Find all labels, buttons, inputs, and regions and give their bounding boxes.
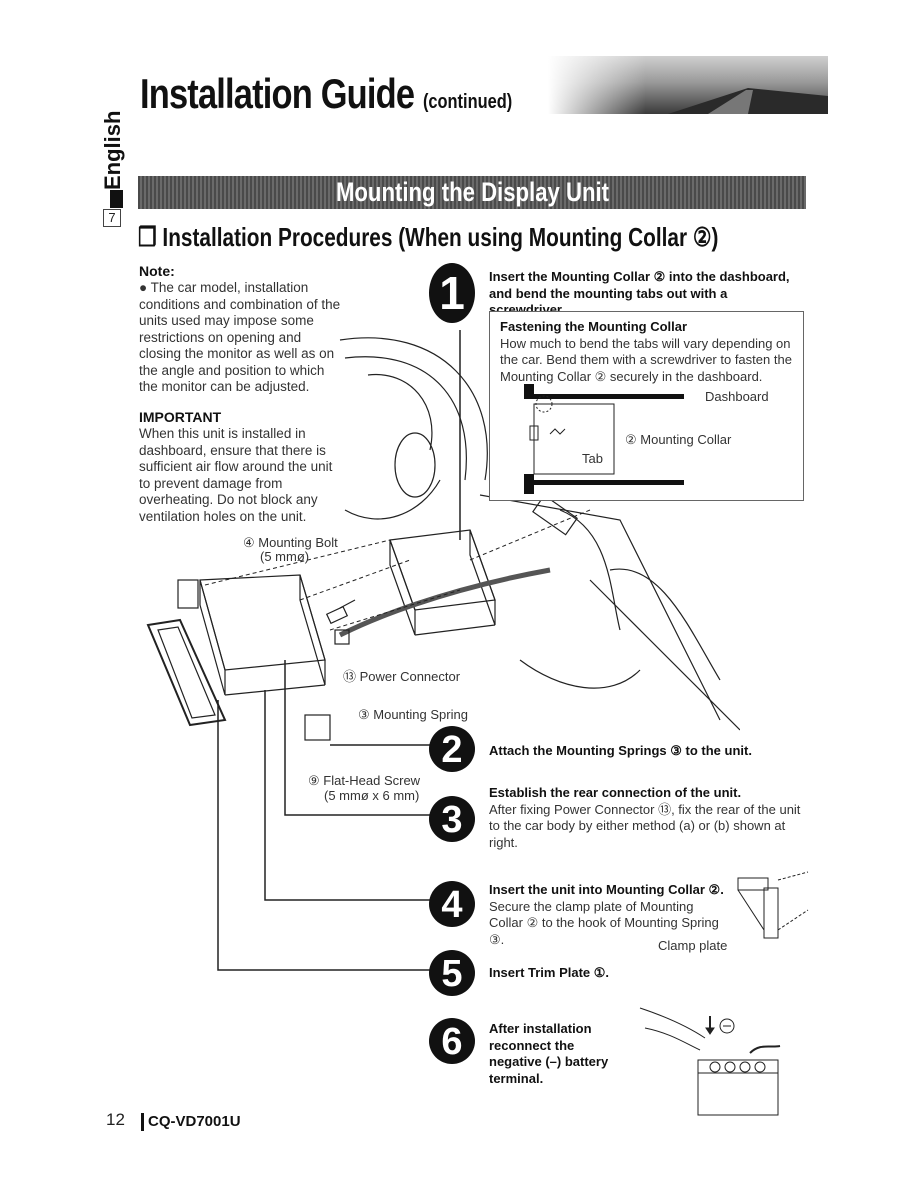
clamp-plate-diagram (737, 871, 809, 939)
trim-plate (146, 618, 227, 727)
note-heading: Note: (139, 263, 175, 279)
battery-diagram (639, 1007, 781, 1116)
title-text: Installation Guide (140, 70, 415, 117)
cable (338, 567, 551, 638)
step-1-circle: 1 (429, 263, 475, 323)
step-2-title: Attach the Mounting Springs ③ to the uni… (489, 743, 752, 758)
fastening-box: Fastening the Mounting Collar How much t… (489, 311, 804, 501)
title-suffix: (continued) (422, 91, 513, 113)
step-5-title: Insert Trim Plate ①. (489, 965, 610, 980)
leader-4 (264, 690, 430, 901)
clamp-plate-label: Clamp plate (658, 938, 728, 953)
section-banner: Mounting the Display Unit (138, 176, 806, 209)
step-2-circle: 2 (429, 726, 475, 772)
tab-label: Tab (582, 451, 603, 466)
mounting-collar (199, 574, 326, 696)
language-label: English (100, 110, 125, 190)
important-heading: IMPORTANT (139, 409, 222, 425)
step-5-circle: 5 (429, 950, 475, 996)
page-number: 12 (106, 1110, 125, 1129)
mounting-spring-right (304, 714, 331, 741)
step-6-title: After installation reconnect the negativ… (489, 1021, 609, 1086)
model-number: CQ-VD7001U (148, 1113, 241, 1130)
leader-3 (284, 660, 430, 816)
collar-label: ② Mounting Collar (625, 432, 732, 447)
banner-text: Mounting the Display Unit (335, 177, 609, 207)
step-3-title: Establish the rear connection of the uni… (489, 785, 742, 800)
step-4-body: Secure the clamp plate of Mounting Colla… (489, 898, 719, 947)
dashboard-label: Dashboard (705, 389, 769, 404)
road-header-image (548, 56, 828, 114)
vent (532, 494, 578, 536)
mounting-spring-label: ③ Mounting Spring (358, 707, 468, 722)
important-body: When this unit is installed in dashboard… (139, 426, 333, 524)
power-connector-label: ⑬ Power Connector (343, 669, 461, 684)
step-3-text: Establish the rear connection of the uni… (489, 785, 809, 851)
step-1-text: Insert the Mounting Collar ② into the da… (489, 269, 801, 319)
step-4-title: Insert the unit into Mounting Collar ②. (489, 882, 724, 897)
step-1-title: Insert the Mounting Collar ② into the da… (489, 269, 790, 317)
main-unit (389, 529, 496, 636)
mounting-bolt-size: (5 mmø) (260, 549, 310, 564)
flat-head-screw-label: ⑨ Flat-Head Screw (308, 773, 421, 788)
step-6-text: After installation reconnect the negativ… (489, 1021, 629, 1087)
step-4-text: Insert the unit into Mounting Collar ②. … (489, 882, 729, 948)
mounting-bolt (325, 599, 356, 625)
step-3-body: After fixing Power Connector ⑬, fix the … (489, 801, 801, 850)
step-2-text: Attach the Mounting Springs ③ to the uni… (489, 743, 801, 760)
section-title: ❒ Installation Procedures (When using Mo… (138, 222, 719, 252)
page-title: Installation Guide (continued) (140, 70, 512, 118)
step-5-text: Insert Trim Plate ①. (489, 965, 729, 982)
flat-head-screw-size: (5 mmø x 6 mm) (324, 788, 420, 803)
step-4-circle: 4 (429, 881, 475, 927)
language-tab: English (100, 110, 125, 190)
step-3-circle: 3 (429, 796, 475, 842)
mounting-bolt-label: ④ Mounting Bolt (243, 535, 338, 550)
note-body: ● The car model, installation conditions… (139, 280, 341, 394)
leader-5 (217, 700, 430, 971)
steering-wheel (339, 337, 488, 481)
language-marker (110, 190, 123, 208)
collar-detail-diagram (524, 384, 684, 494)
step-6-circle: 6 (429, 1018, 475, 1064)
mounting-spring-left (177, 579, 199, 609)
footer-marker (141, 1113, 144, 1131)
page-box: 7 (103, 209, 121, 227)
installation-diagram (146, 330, 740, 971)
fastening-heading: Fastening the Mounting Collar (500, 319, 688, 334)
fastening-body: How much to bend the tabs will vary depe… (500, 335, 792, 384)
